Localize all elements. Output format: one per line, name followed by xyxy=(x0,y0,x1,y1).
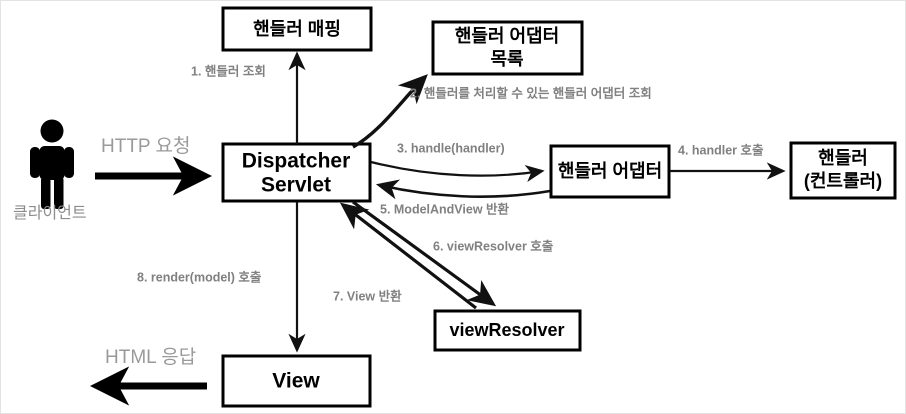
node-dispatcher-servlet-label-line2: Servlet xyxy=(261,174,331,197)
io-label-http-request: HTTP 요청 xyxy=(101,135,191,157)
node-handler-adapter-list-label-line2: 목록 xyxy=(490,49,523,69)
node-handler-adapter-list-label-line1: 핸들러 어댑터 xyxy=(455,26,559,46)
actor-client-label: 클라이언트 xyxy=(13,204,87,222)
person-icon xyxy=(30,119,74,209)
node-view-resolver-label: viewResolver xyxy=(449,320,564,340)
node-dispatcher-servlet-label-line1: Dispatcher xyxy=(242,150,351,173)
edge-5-label: 5. ModelAndView 반환 xyxy=(380,201,510,216)
node-view-resolver[interactable]: viewResolver xyxy=(433,309,582,352)
node-handler-mapping-label: 핸들러 매핑 xyxy=(253,19,341,39)
edge-6-label: 6. viewResolver 호출 xyxy=(433,238,554,253)
node-view-label: View xyxy=(272,370,320,393)
actor-client: 클라이언트 xyxy=(13,119,87,222)
edge-7-label: 7. View 반환 xyxy=(333,288,402,303)
node-handler-controller-label-line1: 핸들러 xyxy=(818,148,868,168)
edge-2-arrow xyxy=(352,74,428,149)
node-dispatcher-servlet[interactable]: Dispatcher Servlet xyxy=(221,142,372,203)
node-handler-mapping[interactable]: 핸들러 매핑 xyxy=(221,6,373,52)
node-handler-adapter[interactable]: 핸들러 어댑터 xyxy=(549,144,671,199)
node-handler-adapter-label: 핸들러 어댑터 xyxy=(558,161,662,181)
edge-7-arrow xyxy=(339,202,477,310)
edge-1-label: 1. 핸들러 조회 xyxy=(191,63,266,78)
edge-4-label: 4. handler 호출 xyxy=(678,142,764,157)
edge-2-label: 2. 핸들러를 처리할 수 있는 핸들러 어댑터 조회 xyxy=(410,85,652,100)
edge-6-arrow xyxy=(352,200,497,307)
edge-3-arrow xyxy=(370,160,545,182)
edge-8-label: 8. render(model) 호출 xyxy=(137,269,262,284)
node-handler-adapter-list[interactable]: 핸들러 어댑터 목록 xyxy=(431,20,584,76)
edge-5-arrow xyxy=(375,179,551,200)
io-label-http-response: HTML 응답 xyxy=(105,346,196,368)
node-view[interactable]: View xyxy=(221,354,372,408)
edge-3-label: 3. handle(handler) xyxy=(397,141,505,155)
node-handler-controller-label-line2: (컨트롤러) xyxy=(804,171,882,191)
node-handler-controller[interactable]: 핸들러 (컨트롤러) xyxy=(789,141,897,200)
